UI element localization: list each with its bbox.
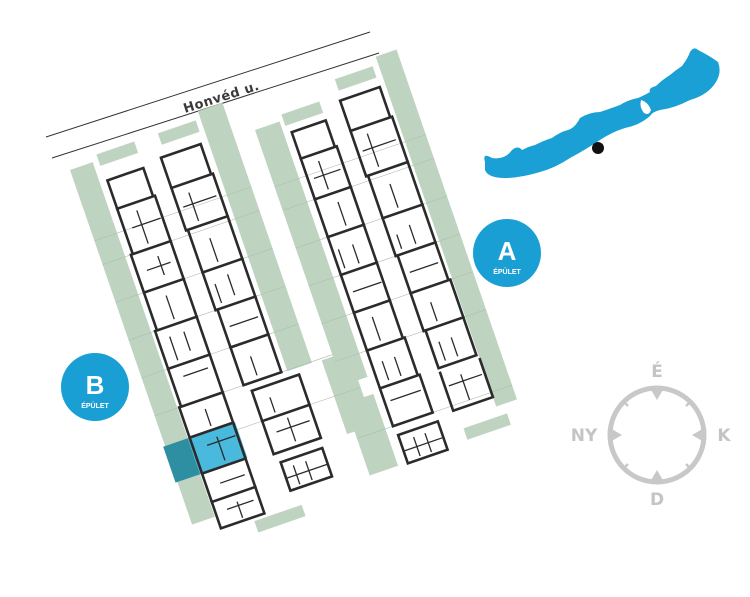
badge-a-letter: A bbox=[498, 236, 517, 266]
street-edge-top bbox=[45, 31, 371, 138]
compass-east-arrow-icon bbox=[692, 428, 704, 442]
green-strip-right bbox=[197, 102, 312, 372]
green-strip-left bbox=[255, 121, 368, 386]
building-b-badge[interactable]: B ÉPÜLET bbox=[61, 353, 129, 421]
compass-label-south: D bbox=[650, 490, 664, 510]
compass: É D NY K bbox=[571, 360, 732, 510]
lake-balaton-shape bbox=[484, 48, 720, 179]
compass-label-west: NY bbox=[571, 426, 598, 446]
building-a-badge[interactable]: A ÉPÜLET bbox=[473, 219, 541, 287]
highlighted-terrace[interactable] bbox=[163, 438, 201, 483]
green-strip-left bbox=[69, 162, 215, 525]
compass-label-north: É bbox=[651, 360, 663, 382]
compass-west-arrow-icon bbox=[610, 428, 622, 442]
right-wing-walls bbox=[338, 85, 495, 413]
left-wing-walls bbox=[105, 166, 267, 531]
building-b[interactable] bbox=[64, 90, 395, 552]
green-strip-top-right bbox=[334, 66, 377, 91]
highlighted-apartment[interactable] bbox=[187, 421, 248, 475]
badge-a-circle bbox=[473, 219, 541, 287]
left-wing-interior bbox=[313, 160, 444, 457]
green-strip-bottom bbox=[254, 504, 306, 533]
badge-b-letter: B bbox=[86, 370, 105, 400]
left-wing-interior bbox=[132, 210, 254, 518]
green-strip-top-left bbox=[96, 141, 139, 166]
compass-south-arrow-icon bbox=[650, 470, 664, 482]
right-wing-walls bbox=[159, 142, 334, 493]
compass-north-arrow-icon bbox=[650, 388, 664, 400]
green-strip-top-right bbox=[157, 120, 200, 145]
badge-b-label: ÉPÜLET bbox=[81, 401, 109, 410]
badge-b-circle bbox=[61, 353, 129, 421]
green-strip-right bbox=[375, 49, 517, 407]
green-strip-top-left bbox=[281, 101, 324, 126]
lake-locator bbox=[484, 48, 720, 179]
green-strip-bottom bbox=[463, 413, 511, 440]
badge-a-label: ÉPÜLET bbox=[493, 267, 521, 276]
green-patch-lower-left bbox=[344, 393, 399, 476]
compass-label-east: K bbox=[717, 426, 731, 446]
right-wing-interior bbox=[183, 192, 329, 485]
building-a[interactable] bbox=[241, 49, 525, 477]
lake-peninsula-gap bbox=[640, 100, 651, 114]
location-dot bbox=[592, 142, 604, 154]
compass-ticks bbox=[623, 401, 691, 469]
right-wing-interior bbox=[362, 133, 483, 401]
left-wing-walls bbox=[290, 118, 450, 466]
